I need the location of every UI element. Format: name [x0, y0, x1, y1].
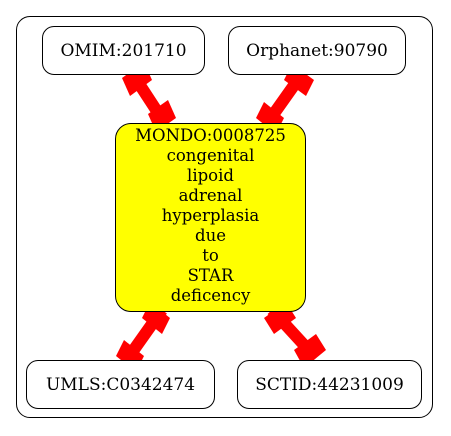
node-omim-label: OMIM:201710: [60, 40, 187, 61]
node-sctid[interactable]: SCTID:44231009: [237, 360, 422, 409]
mondo-label-line-2: congenital: [166, 146, 255, 165]
mondo-label-line-9: deficency: [170, 286, 251, 305]
node-omim[interactable]: OMIM:201710: [42, 26, 205, 75]
node-umls[interactable]: UMLS:C0342474: [26, 360, 215, 409]
node-umls-label: UMLS:C0342474: [45, 374, 196, 395]
mondo-label-line-8: STAR: [187, 266, 234, 285]
node-sctid-label: SCTID:44231009: [255, 374, 404, 395]
mondo-label-line-6: due: [195, 226, 226, 245]
node-orphanet-label: Orphanet:90790: [246, 40, 388, 61]
mondo-label-line-5: hyperplasia: [161, 206, 260, 225]
mondo-label-line-7: to: [202, 246, 219, 265]
mondo-id-label: MONDO:0008725: [135, 126, 286, 145]
node-mondo-center[interactable]: MONDO:0008725 congenital lipoid adrenal …: [115, 123, 306, 312]
node-orphanet[interactable]: Orphanet:90790: [228, 26, 406, 75]
mondo-label-line-4: adrenal: [178, 186, 243, 205]
mondo-label-line-3: lipoid: [187, 166, 234, 185]
